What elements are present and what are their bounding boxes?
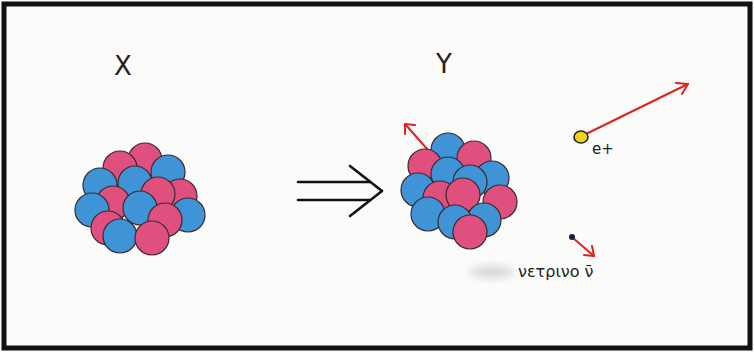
arrow-line <box>298 199 370 202</box>
arrow-head <box>676 83 688 94</box>
positron <box>574 83 688 143</box>
arrow-line <box>298 181 370 184</box>
positron-arrow <box>588 84 688 133</box>
label: e+ <box>592 141 614 158</box>
erased-smudge <box>470 266 514 278</box>
arrow-head <box>584 246 594 256</box>
label: νετρινο ν̄ <box>518 263 594 281</box>
nucleus-y <box>401 133 517 249</box>
neutrino-dot <box>569 234 575 240</box>
recoil-arrow <box>405 124 428 150</box>
arrow-head <box>350 166 382 216</box>
neutrino-arrow <box>573 238 594 256</box>
arrow-head <box>405 124 415 134</box>
frame <box>4 4 750 348</box>
positron-dot <box>574 131 588 143</box>
reaction-arrow <box>298 166 382 216</box>
neutrino <box>569 234 594 256</box>
label: X <box>114 52 132 81</box>
label: Y <box>436 50 452 79</box>
proton <box>135 221 169 255</box>
proton <box>453 215 487 249</box>
arrow-line <box>405 124 428 150</box>
neutron <box>103 219 137 253</box>
nucleus-x <box>75 143 205 255</box>
